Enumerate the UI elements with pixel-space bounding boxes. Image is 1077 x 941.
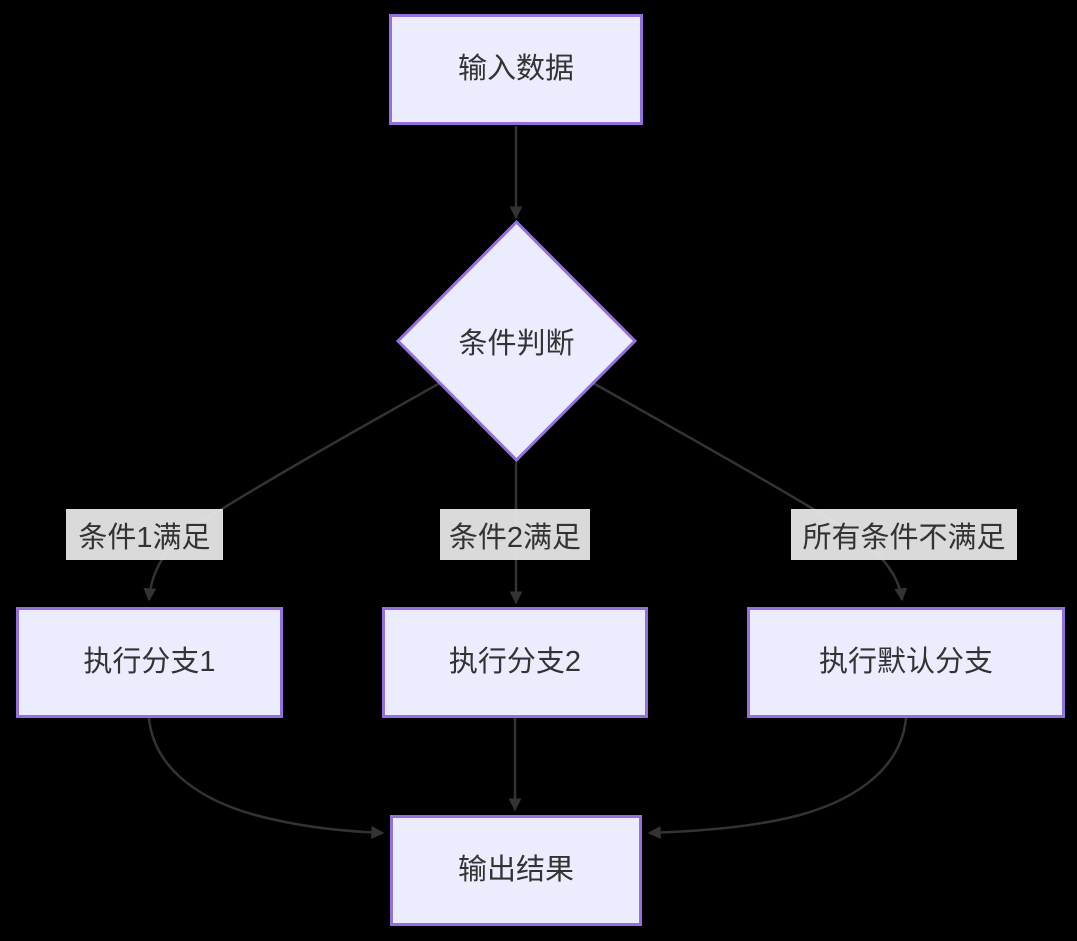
node-branch1-label: 执行分支1 [83,646,216,679]
edge-branch1-to-output [147,717,385,839]
node-decision-label: 条件判断 [458,328,575,360]
node-default-branch-label: 执行默认分支 [818,646,993,679]
node-branch2: 执行分支2 [382,607,648,718]
decision-diamond-shape [395,219,638,463]
node-branch2-label: 执行分支2 [448,646,582,679]
node-default-branch: 执行默认分支 [747,607,1065,718]
node-decision: 条件判断 [406,318,627,364]
edge-label-no-condition-text: 所有条件不满足 [802,521,1006,554]
edge-label-condition1: 条件1满足 [66,509,223,560]
edge-label-condition2-text: 条件2满足 [448,521,582,554]
edge-decision-to-branch1 [143,381,441,602]
edge-decision-to-default-branch [592,381,908,602]
edge-label-condition1-text: 条件1满足 [78,521,211,554]
node-output-result-label: 输出结果 [457,854,574,887]
node-output-result: 输出结果 [390,815,642,926]
edge-default-branch-to-output [647,717,908,840]
edge-label-condition2: 条件2满足 [440,509,590,560]
edge-label-no-condition: 所有条件不满足 [791,509,1017,560]
node-input-data-label: 输入数据 [457,53,574,86]
node-branch1: 执行分支1 [16,607,283,718]
node-input-data: 输入数据 [389,14,643,125]
